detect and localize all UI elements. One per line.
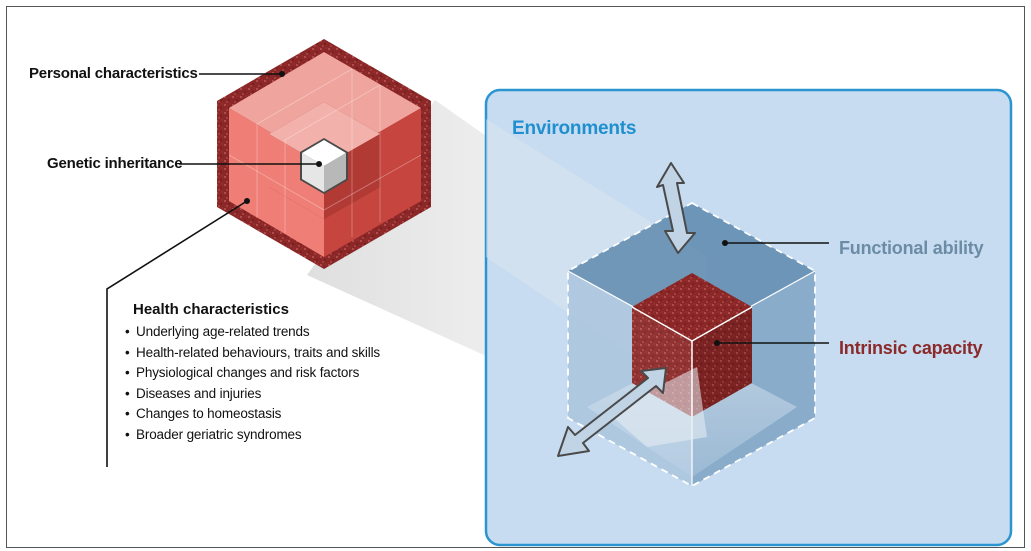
- health-characteristics-title: Health characteristics: [133, 301, 289, 318]
- list-item: Changes to homeostasis: [125, 404, 380, 425]
- genetic-inheritance-label: Genetic inheritance: [47, 155, 183, 172]
- diagram-canvas: [106, 39, 1013, 547]
- functional-leader-dot: [722, 240, 728, 246]
- list-item: Broader geriatric syndromes: [125, 425, 380, 446]
- list-item: Health-related behaviours, traits and sk…: [125, 343, 380, 364]
- list-item: Diseases and injuries: [125, 384, 380, 405]
- genetic-leader-dot: [316, 161, 322, 167]
- diagram-frame: Personal characteristics Genetic inherit…: [6, 6, 1025, 548]
- list-item: Underlying age-related trends: [125, 322, 380, 343]
- intrinsic-capacity-label: Intrinsic capacity: [839, 338, 983, 358]
- health-characteristics-list: Underlying age-related trends Health-rel…: [125, 322, 380, 446]
- health-leader-dot: [244, 198, 250, 204]
- double-arrow-diagonal-icon: [557, 367, 667, 457]
- personal-leader-dot: [279, 71, 285, 77]
- intrinsic-leader-dot: [714, 340, 720, 346]
- health-leader-line: [106, 200, 248, 467]
- double-arrow-vertical-icon: [656, 162, 696, 254]
- personal-characteristics-label: Personal characteristics: [29, 65, 198, 82]
- list-item: Physiological changes and risk factors: [125, 363, 380, 384]
- environments-label: Environments: [512, 118, 637, 139]
- personal-characteristics-hexagon: [217, 39, 431, 269]
- health-characteristics-block: Health characteristics Underlying age-re…: [125, 301, 380, 446]
- intrinsic-capacity-cube: [607, 273, 753, 447]
- functional-ability-label: Functional ability: [839, 238, 984, 258]
